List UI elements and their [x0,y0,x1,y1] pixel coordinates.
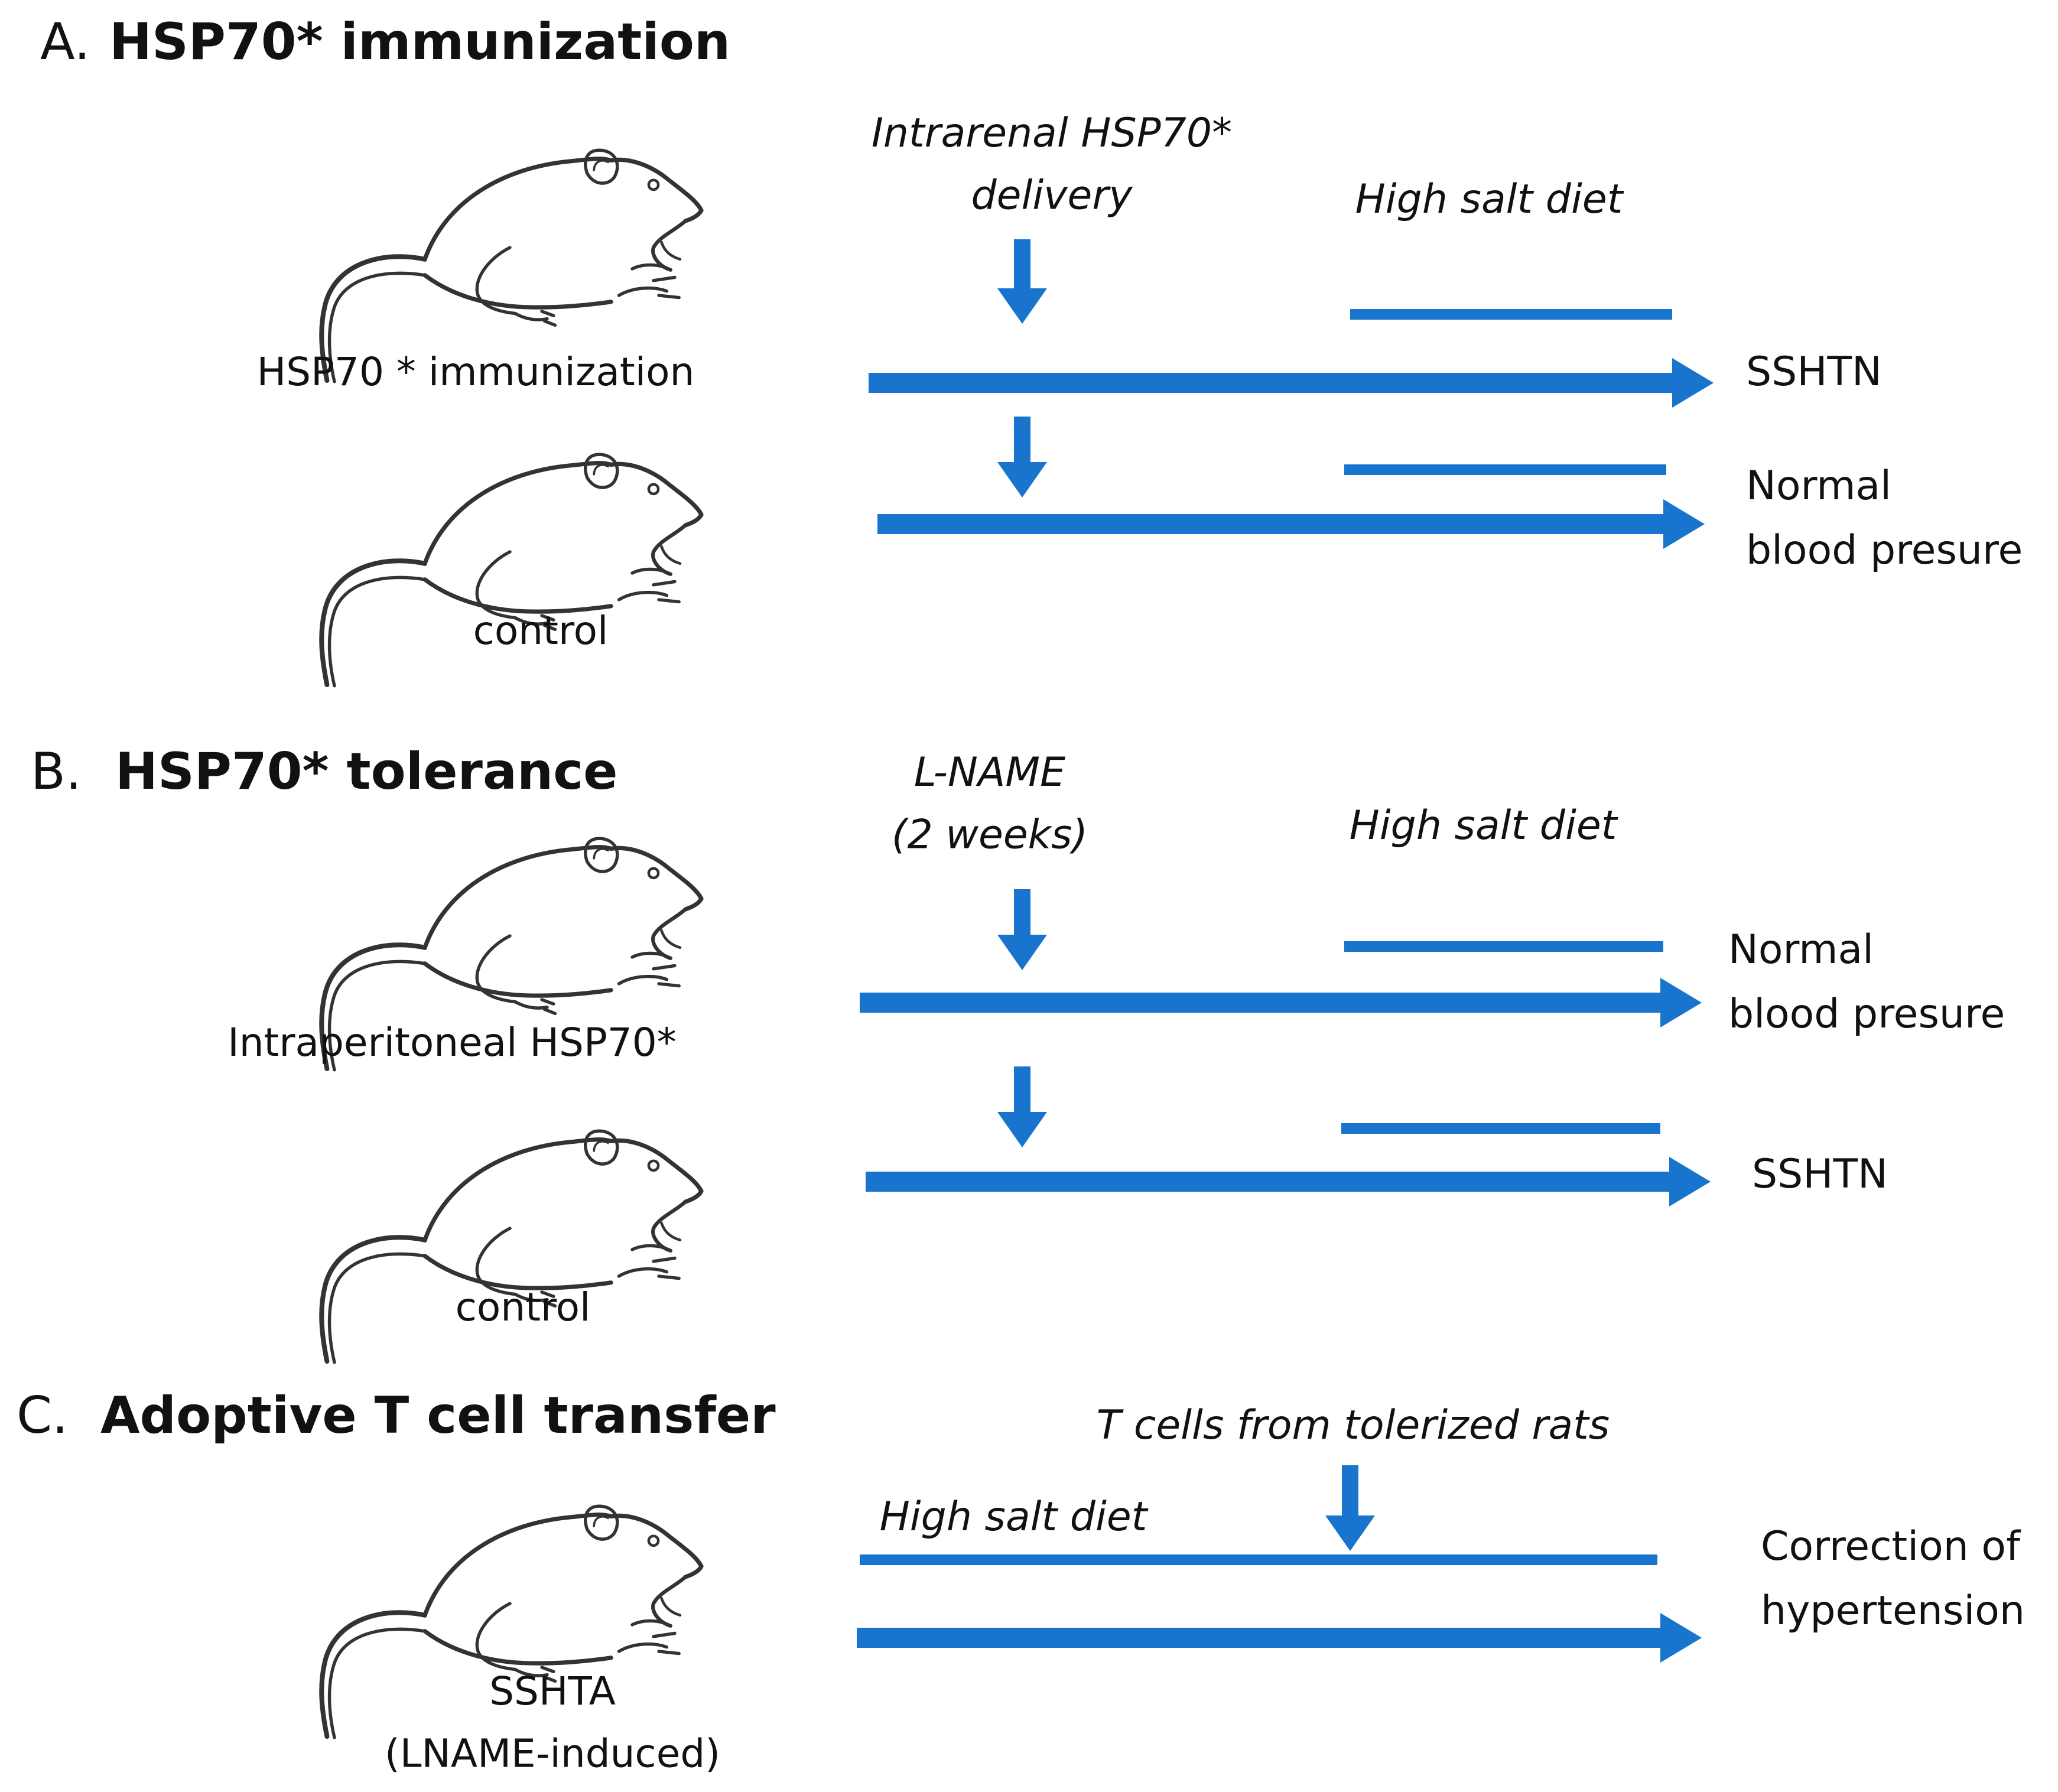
timeline-arrow-head [1669,1157,1711,1206]
panel-title: C. Adoptive T cell transfer [17,1386,776,1445]
panel-prefix: A. [40,12,106,71]
treatment-arrow-head [997,935,1047,970]
outcome-label-line: SSHTN [1752,1151,1888,1198]
group-caption-line: control [456,1284,591,1330]
group-caption-line: Intraperitoneal HSP70* [227,1020,676,1065]
outcome-label-line: hypertension [1761,1588,2025,1634]
timeline-label-line: High salt diet [1355,176,1624,223]
outcome-label: SSHTN [1752,1151,1888,1198]
timeline-label: Intrarenal HSP70* delivery [872,110,1232,219]
group-caption: HSP70 * immunization [257,349,695,395]
timeline-label: High salt diet [1355,176,1624,223]
rat-outline-icon [321,150,701,382]
experimental-group: HSP70 * immunization SSHTN [257,150,1882,408]
outcome-label-line: blood presure [1728,991,2005,1038]
treatment-arrow-head [1325,1515,1375,1551]
outcome-label: SSHTN [1746,349,1882,395]
group-caption-line: SSHTA [489,1669,616,1714]
group-caption: control [473,608,609,653]
timeline-arrow-head [1672,358,1714,408]
panel-prefix: B. [31,742,98,801]
outcome-label: Correction of hypertension [1761,1523,2025,1634]
timeline-label-line: Intrarenal HSP70* [872,110,1232,157]
timeline-label: T cells from tolerized rats [1097,1402,1610,1449]
timeline-arrow-head [1663,499,1705,549]
timeline-label: High salt diet [880,1494,1149,1540]
outcome-label-line: Normal [1746,463,1891,509]
timeline-label: High salt diet [1350,802,1618,849]
outcome-label-line: SSHTN [1746,349,1882,395]
outcome-label-line: Correction of [1761,1523,2021,1570]
panel-title-text: HSP70* immunization [109,12,730,71]
timeline-label-line: L-NAME [914,749,1065,796]
group-caption-line: HSP70 * immunization [257,349,695,395]
panel-title-text: Adoptive T cell transfer [100,1386,776,1445]
group-caption-line: control [473,608,609,653]
group-caption-line: (LNAME-induced) [385,1731,720,1777]
panel-title-text: HSP70* tolerance [115,742,618,801]
group-caption: control [456,1284,591,1330]
group-caption: Intraperitoneal HSP70* [227,1020,676,1065]
timeline-label-line: (2 weeks) [892,811,1088,858]
treatment-arrow-head [997,288,1047,324]
outcome-label-line: blood presure [1746,527,2023,574]
outcome-label-line: Normal [1728,926,1874,973]
panel-c: C. Adoptive T cell transfer T cells from … [17,1386,2025,1777]
treatment-arrow-head [997,1112,1047,1147]
timeline-label-line: High salt diet [1350,802,1618,849]
panel-title: A. HSP70* immunization [40,12,730,71]
timeline-arrow-head [1660,1613,1702,1663]
panel-b: B. HSP70* tolerance L-NAME (2 weeks) High s… [31,742,2005,1362]
experimental-group: Intraperitoneal HSP70* Normal blood presur… [227,838,2005,1070]
experimental-group: control Normal blood presure [321,417,2023,686]
outcome-label: Normal blood presure [1746,463,2023,574]
timeline-label-line: delivery [971,172,1133,219]
treatment-arrow-head [997,462,1047,497]
panel-prefix: C. [17,1386,84,1445]
experimental-group: SSHTA (LNAME-induced) Correction of hyperte… [321,1465,2025,1777]
experimental-group: control SSHTN [321,1066,1888,1362]
timeline-label-line: High salt diet [880,1494,1149,1540]
outcome-label: Normal blood presure [1728,926,2005,1038]
timeline-label-line: T cells from tolerized rats [1097,1402,1610,1449]
timeline-label: L-NAME (2 weeks) [892,749,1088,858]
panel-title: B. HSP70* tolerance [31,742,618,801]
timeline-arrow-head [1660,978,1702,1027]
group-caption: SSHTA (LNAME-induced) [385,1669,720,1777]
